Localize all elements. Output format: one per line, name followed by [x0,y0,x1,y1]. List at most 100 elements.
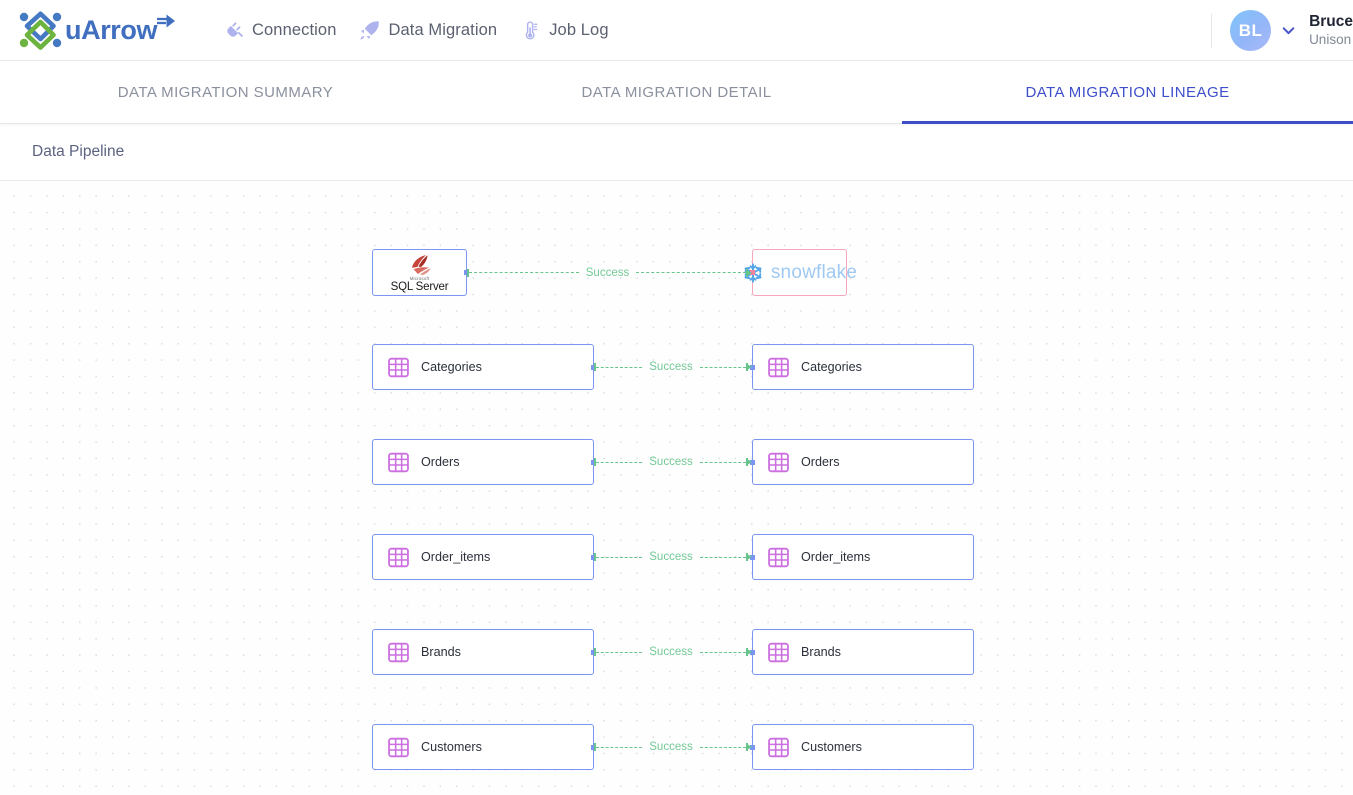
edge-line-left [595,651,643,653]
rocket-icon [358,19,381,42]
lineage-target-label: Categories [801,360,862,374]
user-name: Bruce [1309,13,1353,31]
node-port-target[interactable] [750,459,755,465]
user-identity: Bruce Unison [1309,12,1353,48]
node-port-target[interactable] [750,270,755,275]
main-navigation: Connection Data Migration [222,19,609,42]
edge-end-bar [746,363,748,371]
edge-status-label: Success [649,646,693,658]
lineage-target-label: Order_items [801,550,871,564]
edge-status-label: Success [649,741,693,753]
node-port-source[interactable] [591,649,596,655]
table-icon [373,642,409,663]
edge-line-left [468,272,579,273]
edge-line-left [595,366,643,368]
nav-label-data-migration: Data Migration [388,20,498,39]
edge-status-label: Success [649,456,693,468]
lineage-target-node[interactable]: Orders [750,439,974,485]
brand-logo[interactable]: uArrow [18,8,183,52]
edge-line-right [699,461,747,463]
top-header-bar: uArrow Connection [0,0,1353,61]
node-port-source[interactable] [464,270,469,275]
lineage-edge: Success [467,266,752,280]
edge-end-bar [746,553,748,561]
lineage-target-node[interactable]: Order_items [750,534,974,580]
table-icon [373,547,409,568]
lineage-source-label: Order_items [421,550,491,564]
edge-end-bar [746,743,748,751]
lineage-target-label: Customers [801,740,862,754]
tab-data-migration-lineage[interactable]: DATA MIGRATION LINEAGE [902,61,1353,124]
plug-icon [222,19,245,42]
lineage-source-node[interactable]: Order_items [372,534,596,580]
edge-status-label: Success [649,551,693,563]
edge-status-label: Success [649,361,693,373]
nav-item-connection[interactable]: Connection [222,19,336,42]
nav-label-job-log: Job Log [549,20,609,39]
node-port-source[interactable] [591,744,596,750]
nav-item-job-log[interactable]: Job Log [519,19,609,42]
lineage-target-node[interactable]: Brands [750,629,974,675]
user-org: Unison [1309,31,1352,47]
edge-line-right [699,556,747,558]
node-port-target[interactable] [750,364,755,370]
brand-wordmark: uArrow [64,10,183,50]
edge-line-left [595,461,643,463]
thermometer-icon [519,19,542,42]
table-icon [753,642,789,663]
tab-bar: DATA MIGRATION SUMMARY DATA MIGRATION DE… [0,61,1353,124]
edge-line-right [699,651,747,653]
svg-text:uArrow: uArrow [65,15,158,45]
edge-status-label: Success [585,266,630,279]
user-menu[interactable]: BL Bruce Unison [1211,0,1353,61]
lineage-edge: Success [594,360,752,374]
edge-line-left [595,556,643,558]
lineage-edge: Success [594,740,752,754]
lineage-target-label: Orders [801,455,840,469]
chevron-down-icon[interactable] [1271,24,1309,37]
node-port-target[interactable] [750,649,755,655]
tab-data-migration-summary[interactable]: DATA MIGRATION SUMMARY [117,83,334,101]
nav-label-connection: Connection [252,20,337,39]
lineage-source-node[interactable]: Orders [372,439,596,485]
lineage-source-node[interactable]: Customers [372,724,596,770]
edge-line-right [699,366,747,368]
table-icon [373,357,409,378]
lineage-target-label: Brands [801,645,841,659]
lineage-edge: Success [594,455,752,469]
node-port-target[interactable] [750,554,755,560]
table-icon [753,357,789,378]
avatar[interactable]: BL [1230,10,1272,51]
lineage-edge: Success [594,550,752,564]
table-icon [753,452,789,473]
page-subheader: Data Pipeline [0,124,1353,181]
table-icon [753,547,789,568]
edge-end-bar [746,458,748,466]
table-icon [373,452,409,473]
lineage-edge: Success [594,645,752,659]
lineage-source-label: Orders [421,455,460,469]
lineage-target-node[interactable]: Categories [750,344,974,390]
lineage-target-node[interactable]: snowflake [744,249,857,296]
lineage-source-label: Customers [421,740,482,754]
uarrow-logo-icon [18,10,64,50]
table-icon [753,737,789,758]
tab-data-migration-detail[interactable]: DATA MIGRATION DETAIL [581,83,772,101]
edge-line-right [636,272,747,273]
lineage-source-label: Brands [421,645,461,659]
nav-item-data-migration[interactable]: Data Migration [358,19,497,42]
lineage-source-node[interactable]: Categories [372,344,596,390]
header-divider [1211,13,1213,48]
lineage-source-node[interactable]: Brands [372,629,596,675]
node-port-target[interactable] [750,744,755,750]
node-port-source[interactable] [591,554,596,560]
node-port-source[interactable] [591,364,596,370]
lineage-target-node[interactable]: Customers [750,724,974,770]
page-title: Data Pipeline [32,143,125,160]
node-port-source[interactable] [591,459,596,465]
edge-line-left [595,746,643,748]
table-icon [373,737,409,758]
edge-line-right [699,746,747,748]
